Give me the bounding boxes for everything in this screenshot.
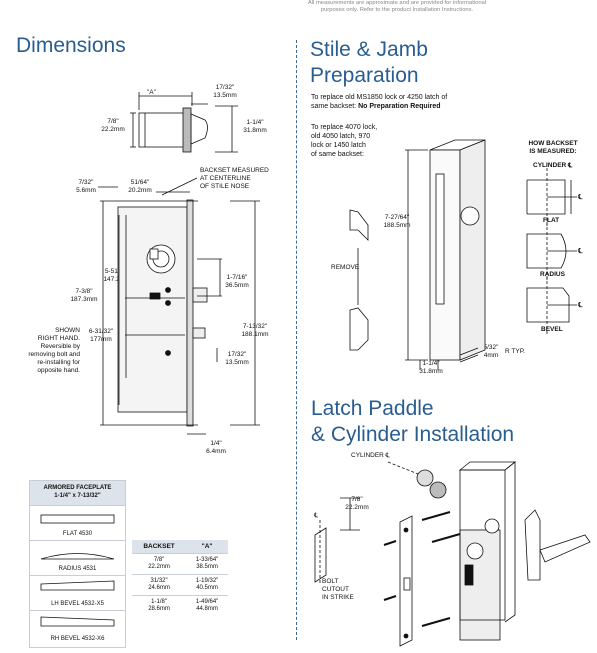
dim-17-32-top: 17/32"13.5mm <box>213 84 237 99</box>
dim-7-8-top: 7/8"22.2mm <box>101 118 125 133</box>
faceplate-lh-bevel: LH BEVEL 4532-X5 <box>30 575 125 610</box>
backset-type-radius: RADIUS <box>540 271 565 278</box>
backset-note: BACKSET MEASURED AT CENTERLINE OF STILE … <box>200 167 269 190</box>
table-cell: 7/8"22.2mm <box>132 553 187 575</box>
how-backset-measured: HOW BACKSET IS MEASURED: <box>528 140 578 155</box>
disclaimer-note: All measurements are approximate and are… <box>307 0 487 13</box>
dim-1-1-4: 1-1/4"31.8mm <box>419 360 443 375</box>
latch-cl-mark: ℄ <box>314 512 319 519</box>
dim-7-32: 7/32"5.6mm <box>76 179 96 194</box>
faceplate-flat: FLAT 4530 <box>30 505 125 540</box>
latch-dim-7-8: 7/8"22.2mm <box>345 496 369 511</box>
table-header-row: BACKSET "A" <box>132 540 228 554</box>
dim-1-7-16: 1-7/16"36.5mm <box>225 274 249 289</box>
faceplate-radius: RADIUS 4531 <box>30 540 125 575</box>
column-divider <box>296 40 297 640</box>
faceplate-heading: ARMORED FACEPLATE 1-1/4" x 7-13/32" <box>30 481 125 505</box>
latch-paddle-title: Latch Paddle & Cylinder Installation <box>311 397 515 446</box>
dim-7-27-64: 7-27/64"188.5mm <box>383 214 411 229</box>
backset-type-flat: FLAT <box>543 217 560 224</box>
latch-installation-drawing <box>314 461 591 647</box>
lock-dimension-drawing <box>98 92 260 435</box>
table-cell: 1-1/8"28.6mm <box>132 595 187 616</box>
dimensions-title: Dimensions <box>16 34 126 57</box>
shown-right-hand-note: SHOWN RIGHT HAND. Reversible by removing… <box>28 327 80 374</box>
backset-type-bevel: BEVEL <box>541 326 563 333</box>
table-cell: 1-49/64"44.8mm <box>186 595 228 616</box>
a-header: "A" <box>186 540 228 554</box>
svg-text:℄: ℄ <box>577 302 583 309</box>
table-cell: 1-33/64"38.5mm <box>186 553 228 575</box>
armored-faceplate-box: ARMORED FACEPLATE 1-1/4" x 7-13/32" FLAT… <box>29 480 126 648</box>
remove-label: REMOVE <box>331 264 360 271</box>
bolt-cutout-note: BOLT CUTOUT IN STRIKE <box>322 578 354 601</box>
stile-jamb-title: Stile & Jamb Preparation <box>310 38 428 87</box>
latch-cylinder-cl: CYLINDER ℄ <box>351 452 390 459</box>
table-cell: 1-19/32"40.5mm <box>186 574 228 596</box>
r-typ-label: R TYP. <box>505 348 525 355</box>
dim-5-51-64: 5-51/64"147.2mm <box>103 268 131 283</box>
dim-5-32: 5/32"4mm <box>483 344 499 359</box>
stile-paragraph-1: To replace old MS1850 lock or 4250 latch… <box>311 94 448 110</box>
svg-text:℄: ℄ <box>577 194 583 201</box>
dim-17-32: 17/32"13.5mm <box>225 351 249 366</box>
faceplate-rh-bevel: RH BEVEL 4532-X6 <box>30 610 125 645</box>
stile-preparation-drawing: ℄ ℄ ℄ <box>349 139 583 370</box>
backset-header: BACKSET <box>132 540 187 554</box>
table-row: 1-1/8"28.6mm 1-49/64"44.8mm <box>132 595 228 616</box>
cylinder-cl-label: CYLINDER ℄ <box>533 162 573 169</box>
svg-text:℄: ℄ <box>577 248 583 255</box>
dim-7-3-8: 7-3/8"187.3mm <box>70 288 98 303</box>
table-row: 31/32"24.6mm 1-19/32"40.5mm <box>132 574 228 596</box>
dim-1-4: 1/4"6.4mm <box>206 440 226 455</box>
dim-6-31-32: 6-31/32"177mm <box>88 328 114 343</box>
dim-51-64: 51/64"20.2mm <box>128 179 152 194</box>
dim-1-1-4-top: 1-1/4"31.8mm <box>243 119 267 134</box>
backset-table: BACKSET "A" 7/8"22.2mm 1-33/64"38.5mm 31… <box>132 540 228 616</box>
stile-paragraph-2: To replace 4070 lock, old 4050 latch, 97… <box>311 124 378 158</box>
table-cell: 31/32"24.6mm <box>132 574 187 596</box>
table-row: 7/8"22.2mm 1-33/64"38.5mm <box>132 553 228 575</box>
dim-a-label: "A" <box>147 89 156 96</box>
